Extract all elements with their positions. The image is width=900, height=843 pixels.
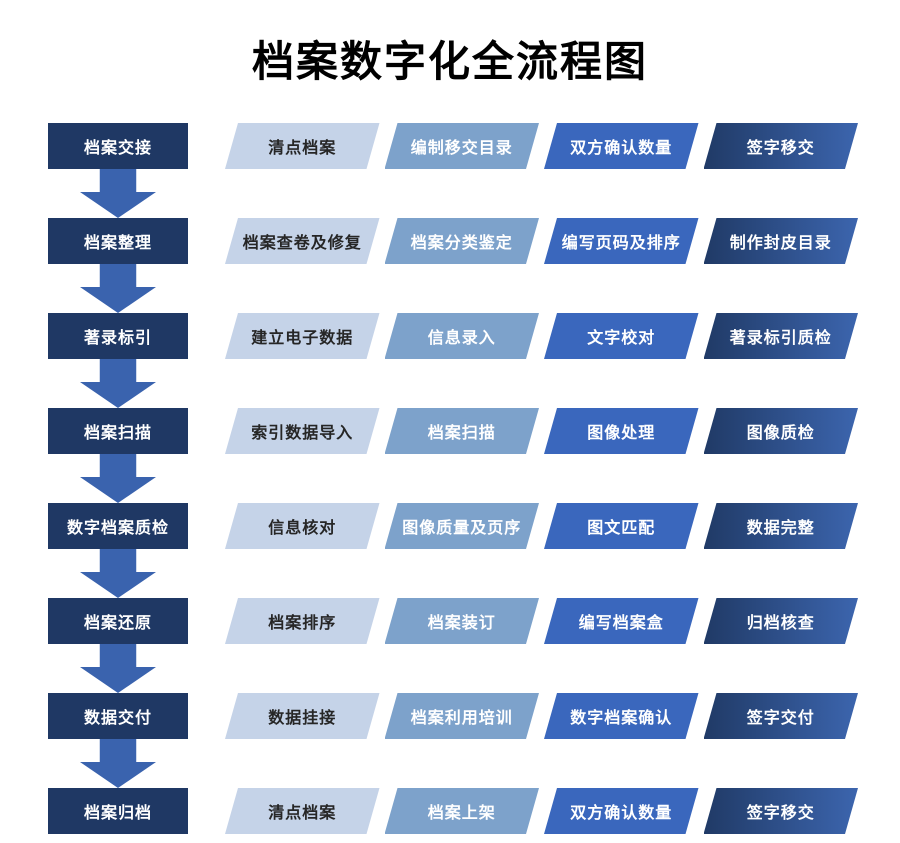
down-arrow-icon	[80, 264, 156, 313]
step-label: 档案扫描	[427, 425, 496, 442]
step-box: 清点档案	[225, 788, 380, 834]
step-group-3: 建立电子数据 信息录入 文字校对 著录标引质检	[225, 313, 858, 359]
down-arrow-icon	[80, 739, 156, 788]
step-group-4: 索引数据导入 档案扫描 图像处理 图像质检	[225, 408, 858, 454]
step-box: 档案分类鉴定	[385, 218, 540, 264]
step-label: 制作封皮目录	[729, 235, 832, 252]
step-box: 签字交付	[704, 693, 859, 739]
process-row-8: 档案归档 清点档案 档案上架 双方确认数量 签字移交	[0, 788, 900, 834]
step-label: 图像处理	[587, 425, 656, 442]
step-label: 档案装订	[427, 615, 496, 632]
process-row-7: 数据交付 数据挂接 档案利用培训 数字档案确认 签字交付	[0, 693, 900, 739]
step-label: 信息核对	[268, 520, 337, 537]
step-label: 数字档案确认	[570, 710, 673, 727]
page-title: 档案数字化全流程图	[251, 38, 648, 85]
process-row-5: 数字档案质检 信息核对 图像质量及页序 图文匹配 数据完整	[0, 503, 900, 549]
step-box: 清点档案	[225, 123, 380, 169]
step-box: 著录标引质检	[704, 313, 859, 359]
step-box: 双方确认数量	[544, 788, 699, 834]
step-label: 编写页码及排序	[561, 235, 681, 252]
step-label: 双方确认数量	[570, 805, 673, 822]
step-label: 图像质量及页序	[402, 520, 522, 537]
step-label: 档案分类鉴定	[410, 235, 513, 252]
down-arrow-icon	[80, 549, 156, 598]
process-row-1: 档案交接 清点档案 编制移交目录 双方确认数量 签字移交	[0, 123, 900, 169]
step-box: 档案查卷及修复	[225, 218, 380, 264]
down-arrow-icon	[80, 169, 156, 218]
step-box: 数字档案确认	[544, 693, 699, 739]
step-label: 档案查卷及修复	[242, 235, 362, 252]
stage-box-4: 档案扫描	[48, 408, 188, 454]
step-box: 归档核查	[704, 598, 859, 644]
process-row-2: 档案整理 档案查卷及修复 档案分类鉴定 编写页码及排序 制作封皮目录	[0, 218, 900, 264]
step-box: 编制移交目录	[385, 123, 540, 169]
step-box: 图像处理	[544, 408, 699, 454]
step-box: 档案利用培训	[385, 693, 540, 739]
step-label: 图文匹配	[587, 520, 656, 537]
step-label: 文字校对	[587, 330, 656, 347]
step-box: 数据完整	[704, 503, 859, 549]
down-arrow-icon	[80, 644, 156, 693]
step-box: 签字移交	[704, 788, 859, 834]
step-box: 文字校对	[544, 313, 699, 359]
step-label: 编制移交目录	[410, 140, 513, 157]
stage-box-3: 著录标引	[48, 313, 188, 359]
step-box: 图像质检	[704, 408, 859, 454]
step-label: 数据完整	[746, 520, 815, 537]
step-group-8: 清点档案 档案上架 双方确认数量 签字移交	[225, 788, 858, 834]
step-label: 档案排序	[268, 615, 337, 632]
step-label: 清点档案	[268, 140, 337, 157]
step-box: 档案排序	[225, 598, 380, 644]
step-label: 图像质检	[746, 425, 815, 442]
step-group-1: 清点档案 编制移交目录 双方确认数量 签字移交	[225, 123, 858, 169]
step-box: 数据挂接	[225, 693, 380, 739]
process-row-4: 档案扫描 索引数据导入 档案扫描 图像处理 图像质检	[0, 408, 900, 454]
step-label: 双方确认数量	[570, 140, 673, 157]
step-group-7: 数据挂接 档案利用培训 数字档案确认 签字交付	[225, 693, 858, 739]
step-label: 签字移交	[746, 140, 815, 157]
stage-box-2: 档案整理	[48, 218, 188, 264]
down-arrow-icon	[80, 359, 156, 408]
step-box: 图文匹配	[544, 503, 699, 549]
step-box: 信息核对	[225, 503, 380, 549]
step-label: 编写档案盒	[578, 615, 664, 632]
stage-box-7: 数据交付	[48, 693, 188, 739]
step-label: 签字交付	[746, 710, 815, 727]
step-box: 签字移交	[704, 123, 859, 169]
step-label: 签字移交	[746, 805, 815, 822]
step-label: 建立电子数据	[251, 330, 354, 347]
step-box: 档案装订	[385, 598, 540, 644]
step-box: 建立电子数据	[225, 313, 380, 359]
step-label: 归档核查	[746, 615, 815, 632]
step-box: 档案扫描	[385, 408, 540, 454]
step-label: 信息录入	[427, 330, 496, 347]
step-group-6: 档案排序 档案装订 编写档案盒 归档核查	[225, 598, 858, 644]
stage-box-1: 档案交接	[48, 123, 188, 169]
step-label: 数据挂接	[268, 710, 337, 727]
step-box: 编写页码及排序	[544, 218, 699, 264]
step-label: 清点档案	[268, 805, 337, 822]
step-box: 索引数据导入	[225, 408, 380, 454]
down-arrow-icon	[80, 454, 156, 503]
step-label: 著录标引质检	[729, 330, 832, 347]
stage-box-5: 数字档案质检	[48, 503, 188, 549]
process-row-6: 档案还原 档案排序 档案装订 编写档案盒 归档核查	[0, 598, 900, 644]
step-box: 编写档案盒	[544, 598, 699, 644]
step-group-2: 档案查卷及修复 档案分类鉴定 编写页码及排序 制作封皮目录	[225, 218, 858, 264]
step-box: 制作封皮目录	[704, 218, 859, 264]
step-label: 索引数据导入	[251, 425, 354, 442]
step-box: 信息录入	[385, 313, 540, 359]
step-box: 双方确认数量	[544, 123, 699, 169]
step-box: 图像质量及页序	[385, 503, 540, 549]
process-row-3: 著录标引 建立电子数据 信息录入 文字校对 著录标引质检	[0, 313, 900, 359]
step-label: 档案上架	[427, 805, 496, 822]
step-group-5: 信息核对 图像质量及页序 图文匹配 数据完整	[225, 503, 858, 549]
stage-box-6: 档案还原	[48, 598, 188, 644]
step-label: 档案利用培训	[410, 710, 513, 727]
step-box: 档案上架	[385, 788, 540, 834]
stage-box-8: 档案归档	[48, 788, 188, 834]
